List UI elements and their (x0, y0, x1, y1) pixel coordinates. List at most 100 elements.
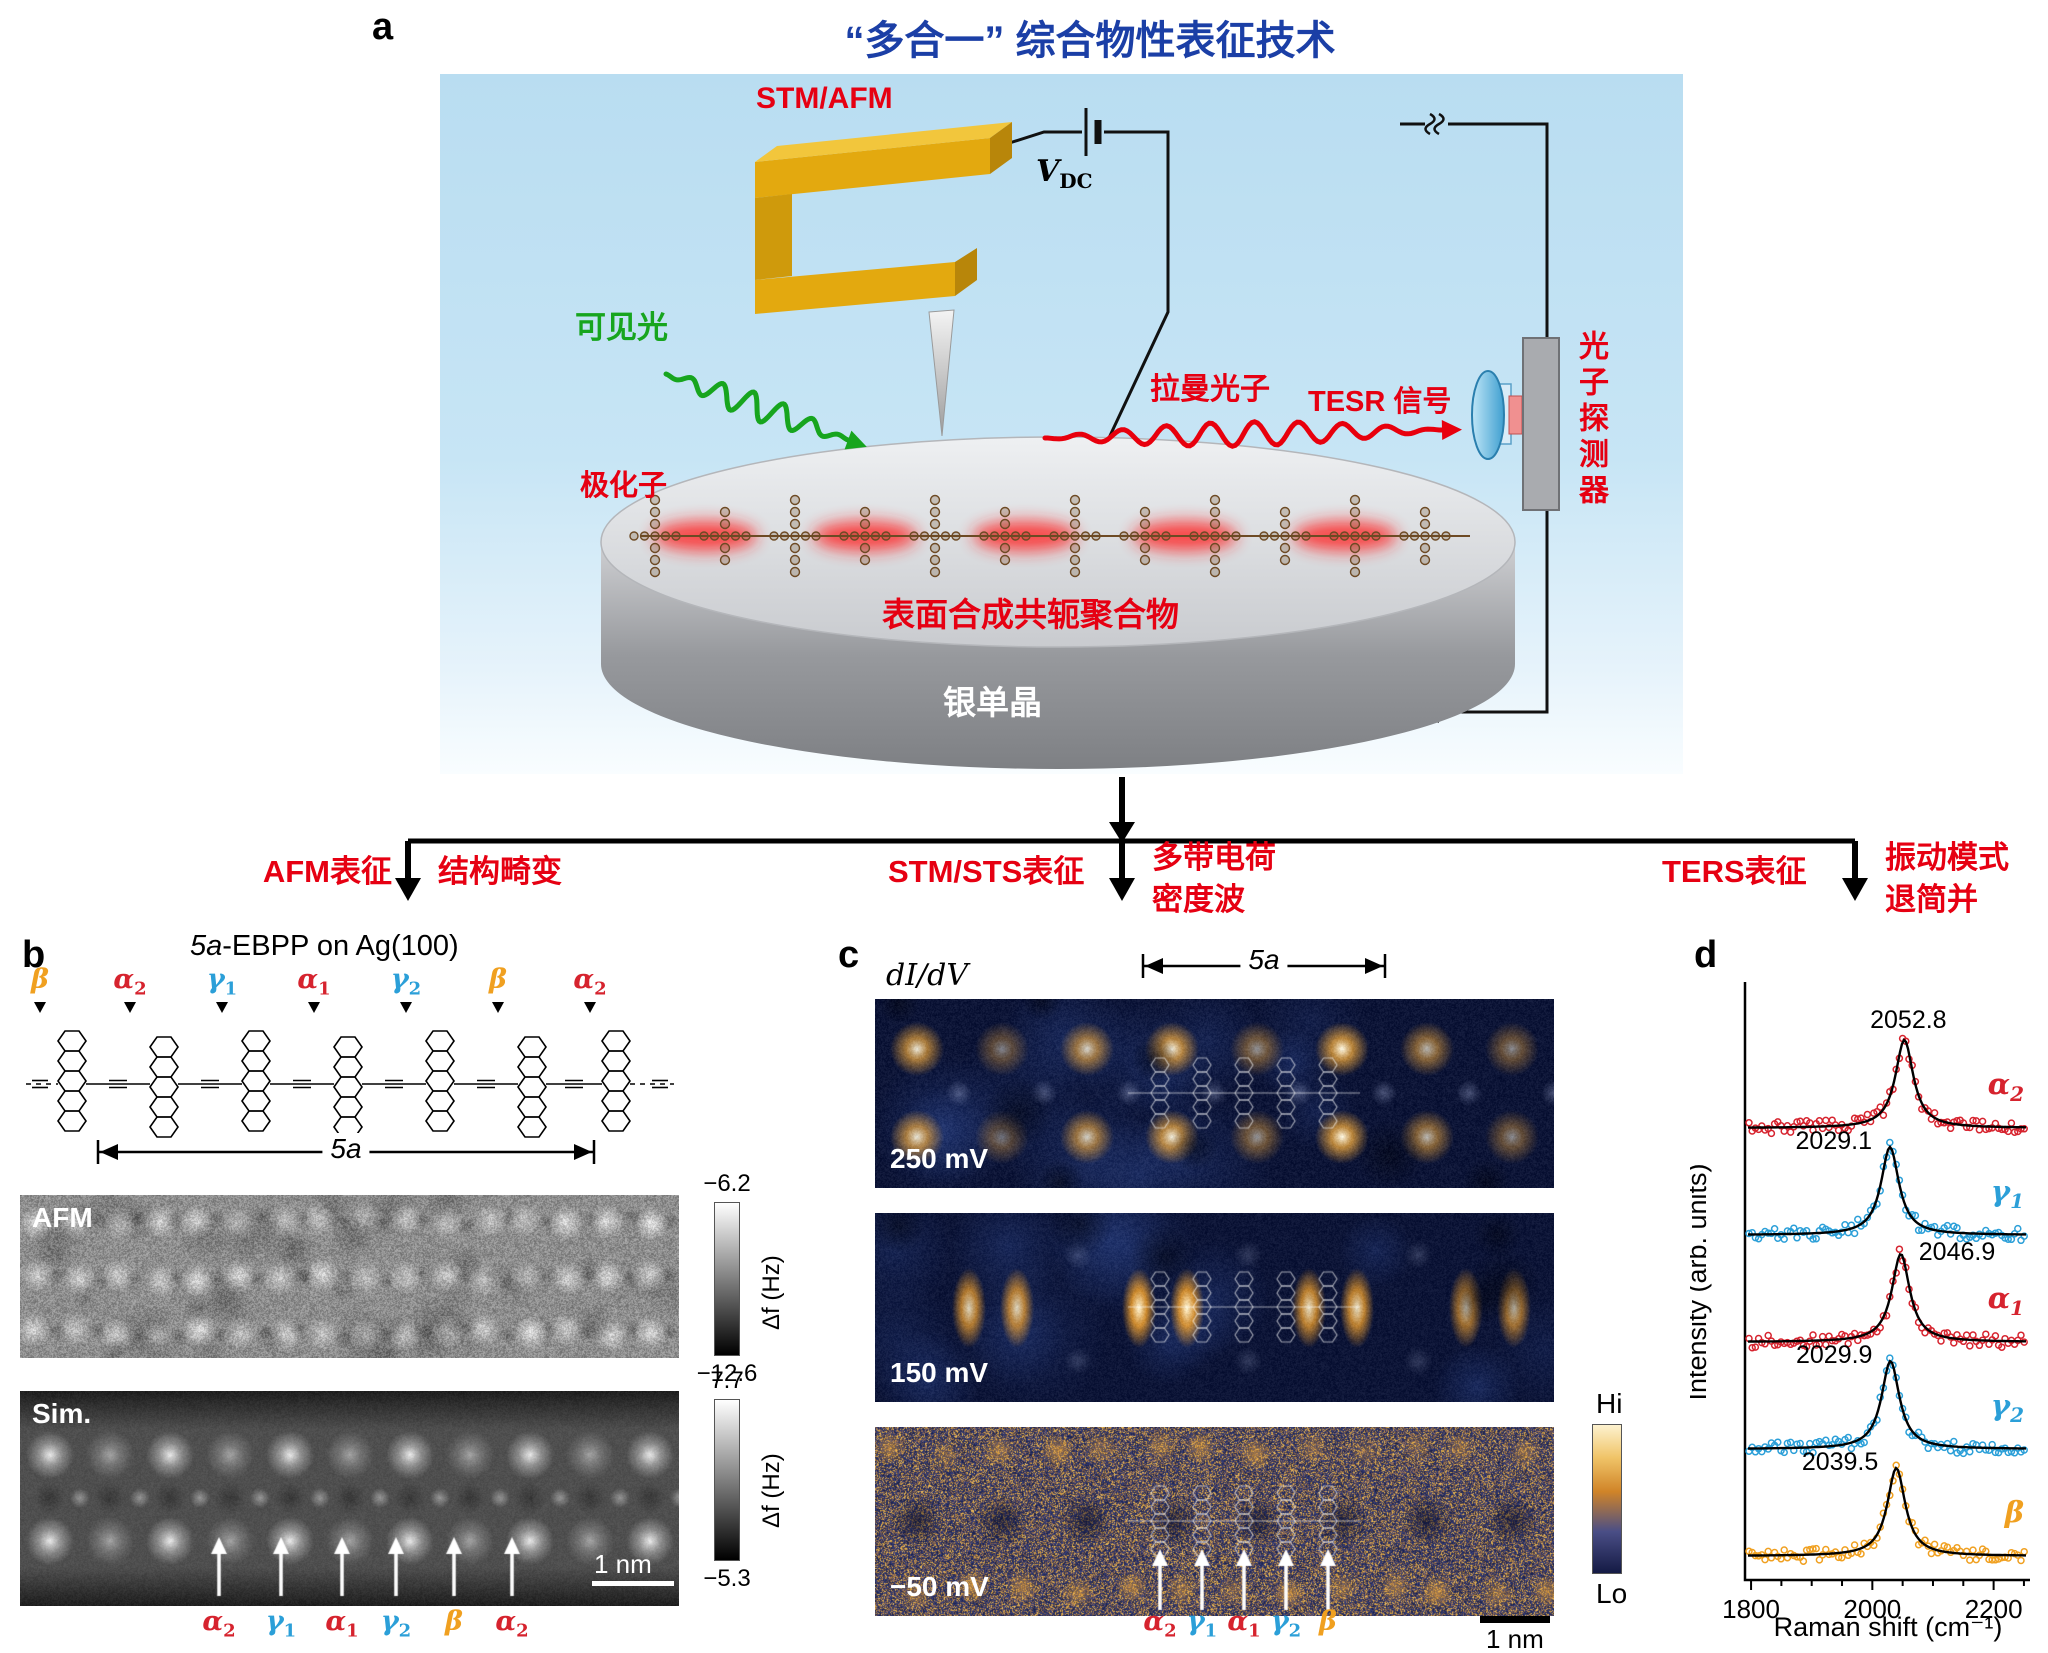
raman-photon-label: 拉曼光子 (1150, 373, 1270, 406)
afm-colorbar-max: −6.2 (703, 1170, 751, 1197)
substrate-side (601, 542, 1515, 769)
mode-label-b2: α1 (325, 1608, 358, 1640)
mode-label-b4: β (445, 1608, 463, 1640)
mode-label-sub: 1 (283, 1620, 297, 1642)
schematic-panel: STM/AFM VDC 可见光 拉曼光子 TESR 信号 极化子 表面合成共轭聚… (440, 74, 1683, 774)
mode-label-c4: β (1319, 1608, 1337, 1640)
vdc-subscript: DC (1059, 169, 1093, 193)
branch-afm-result: 结构畸变 (438, 854, 562, 889)
colorbar-hi-label: Hi (1596, 1388, 1623, 1419)
mode-label-c0: α2 (1143, 1608, 1176, 1640)
bond-pointer-icon (584, 1002, 596, 1013)
bond-label-b6: α2 (573, 966, 606, 998)
mode-label-sub: 1 (346, 1620, 359, 1642)
afm-image (20, 1195, 679, 1358)
bias-label-1: 250 mV (890, 1143, 989, 1174)
afm-colorbar-unit: Δf (Hz) (758, 1255, 785, 1330)
bond-label-base: α (297, 964, 319, 995)
mode-label-b5: α2 (495, 1608, 528, 1640)
panel-c-label: c (838, 934, 860, 976)
svg-text:1800: 1800 (1722, 1594, 1780, 1624)
mode-label-b3: γ2 (381, 1608, 411, 1640)
stm-tip-icon (928, 309, 955, 437)
bond-pointer-icon (400, 1002, 412, 1013)
svg-text:2000: 2000 (1843, 1594, 1901, 1624)
svg-text:α2: α2 (1988, 1067, 2024, 1106)
bias-label-3: −50 mV (890, 1571, 989, 1602)
visible-light-label: 可见光 (575, 310, 668, 345)
schematic-drawing (600, 108, 1560, 769)
photon-detector-label: 光子探测器 (1574, 330, 1607, 510)
bond-label-base: α (573, 964, 595, 995)
tesr-signal-label: TESR 信号 (1308, 386, 1452, 418)
branch-stm-result-1: 多带电荷 (1152, 840, 1276, 875)
mode-label-c1: γ1 (1187, 1608, 1217, 1640)
scalebar-label-c: 1 nm (1486, 1624, 1544, 1653)
svg-text:2039.5: 2039.5 (1802, 1448, 1878, 1476)
sim-colorbar-min: −5.3 (703, 1565, 751, 1592)
bond-label-base: γ (390, 964, 409, 995)
span-5a-label-c: 5a (1240, 944, 1288, 976)
svg-text:2029.1: 2029.1 (1796, 1127, 1872, 1155)
polymer-label: 表面合成共轭聚合物 (882, 596, 1179, 633)
mode-label-base: β (1319, 1606, 1337, 1637)
polaron-label: 极化子 (580, 470, 668, 502)
figure-title: “多合一” 综合物性表征技术 (844, 19, 1336, 63)
bond-label-b1: α2 (113, 966, 146, 998)
branch-stm-result-2: 密度波 (1152, 882, 1245, 917)
afm-tuning-fork-icon (755, 122, 1012, 314)
span-5a-label-b: 5a (322, 1133, 370, 1165)
didv-colorbar (1592, 1424, 1622, 1574)
flow-arrows (395, 777, 1868, 901)
sim-colorbar (714, 1399, 740, 1561)
afm-colorbar-min: −12.6 (696, 1360, 758, 1387)
svg-text:2052.8: 2052.8 (1870, 1006, 1946, 1034)
bond-pointer-icon (308, 1002, 320, 1013)
bond-label-sub: 2 (134, 978, 147, 1000)
bond-label-base: β (31, 964, 49, 995)
panel-d-label: d (1694, 934, 1718, 976)
vdc-symbol: V (1036, 154, 1060, 189)
afm-image-label: AFM (32, 1202, 93, 1233)
svg-text:2029.9: 2029.9 (1796, 1341, 1872, 1369)
bond-label-sub: 2 (594, 978, 607, 1000)
bond-pointer-icon (124, 1002, 136, 1013)
vdc-label: VDC (1036, 154, 1093, 193)
mode-label-sub: 2 (1164, 1620, 1177, 1642)
light-beams (663, 371, 1462, 450)
bond-label-sub: 1 (224, 978, 238, 1000)
mode-label-b0: α2 (202, 1608, 235, 1640)
mode-label-base: γ (1270, 1606, 1289, 1637)
bond-label-b4: γ2 (391, 966, 421, 998)
didv-label: dI/dV (886, 958, 969, 993)
polymer-chain (629, 494, 1470, 578)
bond-label-sub: 1 (318, 978, 331, 1000)
branch-ters-technique: TERS表征 (1662, 854, 1807, 889)
mode-label-base: α (1143, 1606, 1165, 1637)
mode-label-base: α (202, 1606, 224, 1637)
substrate-label: 银单晶 (943, 684, 1042, 721)
x-axis-label: Raman shift (cm⁻¹) (1774, 1612, 2003, 1642)
bond-pointer-icon (34, 1002, 46, 1013)
didv-map-250mv (875, 999, 1554, 1188)
branch-afm-technique: AFM表征 (262, 854, 392, 889)
svg-text:2200: 2200 (1965, 1594, 2023, 1624)
mode-label-base: α (1227, 1606, 1249, 1637)
bond-pointer-icon (492, 1002, 504, 1013)
lens-detector-icon (1471, 337, 1560, 511)
panel-b-title-rest: -EBPP on Ag(100) (222, 930, 459, 962)
mode-label-c3: γ2 (1271, 1608, 1301, 1640)
branch-stm-technique: STM/STS表征 (888, 854, 1085, 889)
mode-label-c2: α1 (1227, 1608, 1260, 1640)
bond-label-base: β (489, 964, 507, 995)
scalebar-label-b: 1 nm (594, 1549, 652, 1579)
mode-label-sub: 2 (398, 1620, 412, 1642)
svg-text:γ2: γ2 (1991, 1388, 2024, 1427)
panel-b-label: b (22, 934, 46, 976)
mode-label-sub: 2 (516, 1620, 529, 1642)
panel-b-title: 5a-EBPP on Ag(100) (190, 930, 459, 963)
sim-colorbar-max: 7.7 (710, 1367, 744, 1394)
sim-colorbar-unit: Δf (Hz) (758, 1453, 785, 1528)
afm-colorbar (714, 1202, 740, 1356)
